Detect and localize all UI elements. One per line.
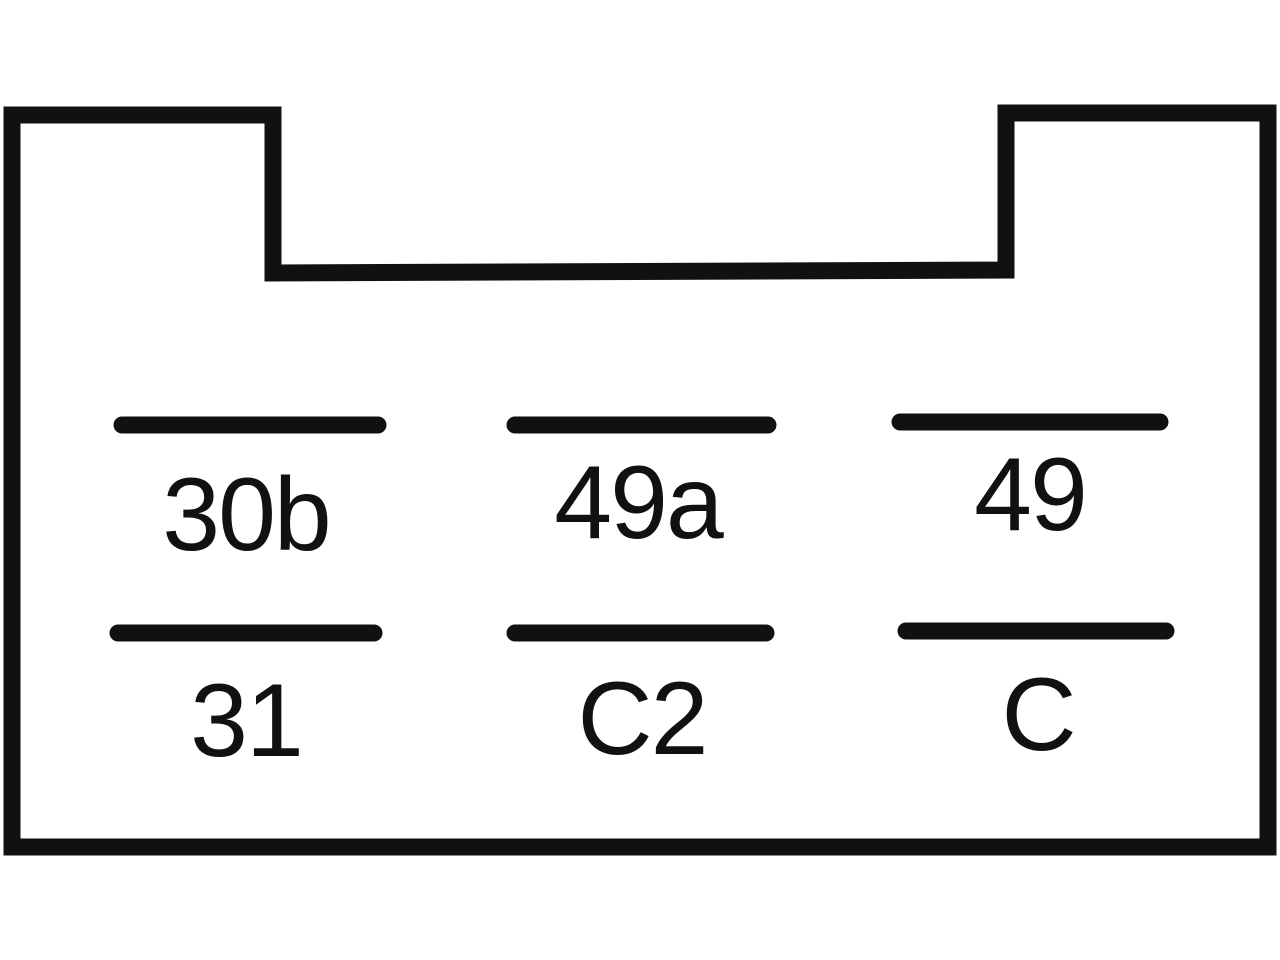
pin-label-30b: 30b (162, 457, 330, 573)
pin-label-c: C (1001, 657, 1074, 773)
connector-housing-outline (3, 104, 1277, 856)
pin-label-49: 49 (974, 437, 1086, 553)
pin-label-31: 31 (190, 663, 302, 779)
pin-label-49a: 49a (554, 445, 724, 561)
pin-label-c2: C2 (578, 661, 707, 777)
